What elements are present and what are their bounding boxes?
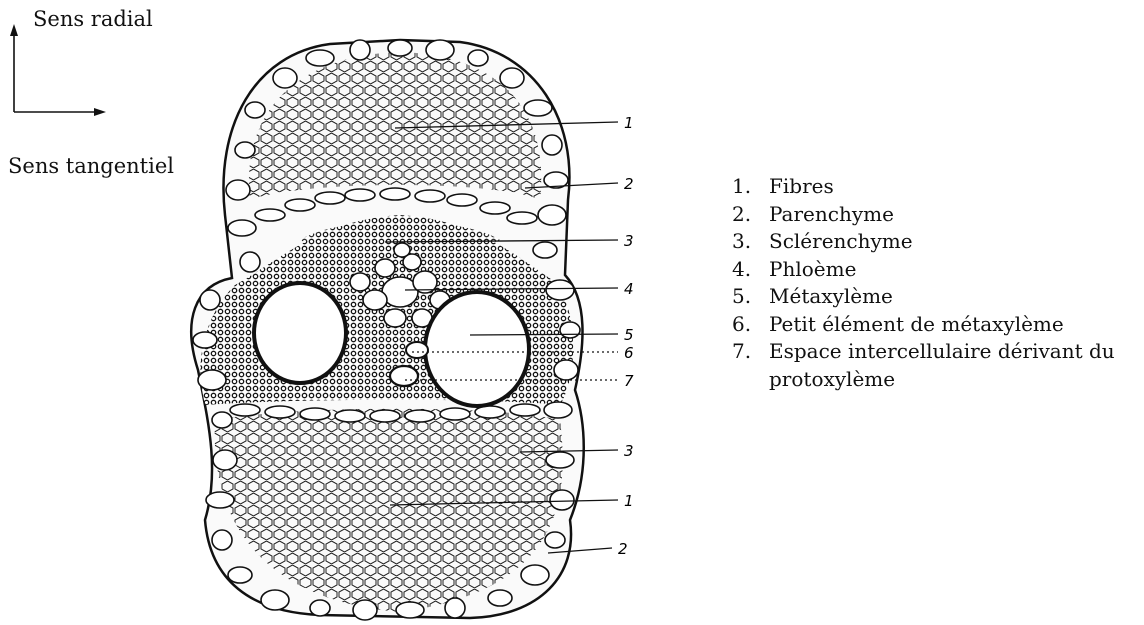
sheath-cell <box>300 408 330 420</box>
parenchyma-cell <box>560 322 580 338</box>
parenchyma-cell <box>350 40 370 60</box>
legend-item-number: 3. <box>732 228 769 256</box>
parenchyma-cell <box>261 590 289 610</box>
callout-number: 3 <box>624 442 634 460</box>
parenchyma-cell <box>235 142 255 158</box>
callout-number: 7 <box>624 372 634 390</box>
legend-item-label: Fibres <box>769 173 834 201</box>
orientation-arrows <box>10 24 106 116</box>
parenchyma-cell <box>245 102 265 118</box>
legend-item: 1.Fibres <box>732 173 1144 201</box>
callout-number: 4 <box>624 280 634 298</box>
parenchyma-cell <box>226 180 250 200</box>
parenchyma-cell <box>396 602 424 618</box>
parenchyma-cell <box>193 332 217 348</box>
sheath-cell <box>440 408 470 420</box>
parenchyma-cell <box>546 452 574 468</box>
parenchyma-cell <box>388 40 412 56</box>
legend-item: 5.Métaxylème <box>732 283 1144 311</box>
callout-number: 1 <box>624 114 634 132</box>
callout-numbers: 1 2 3 4 56 7 3 1 2 <box>618 114 634 558</box>
parenchyma-cell <box>228 220 256 236</box>
legend-item: 4.Phloème <box>732 256 1144 284</box>
parenchyma-cell <box>228 567 252 583</box>
legend-item-number: 6. <box>732 311 769 339</box>
legend-item-label: Sclérenchyme <box>769 228 913 256</box>
legend-item-number: 5. <box>732 283 769 311</box>
legend-item-label: Parenchyme <box>769 201 894 229</box>
parenchyma-cell <box>212 530 232 550</box>
parenchyma-cell <box>445 598 465 618</box>
phloem-cell <box>394 243 410 257</box>
sheath-cell <box>370 410 400 422</box>
callout-number: 2 <box>618 540 628 558</box>
parenchyma-cell <box>200 290 220 310</box>
legend-item-number: 7. <box>732 338 769 366</box>
legend-item-number: 2. <box>732 201 769 229</box>
parenchyma-cell <box>426 40 454 60</box>
sheath-cell <box>405 410 435 422</box>
sheath-cell <box>255 209 285 221</box>
parenchyma-cell <box>306 50 334 66</box>
phloem-cell <box>350 273 370 291</box>
tangential-direction-label: Sens tangentiel <box>8 156 174 177</box>
parenchyma-cell <box>550 490 574 510</box>
sheath-cell <box>285 199 315 211</box>
phloem-cell <box>375 259 395 277</box>
callout-number: 2 <box>624 175 634 193</box>
parenchyma-cell <box>533 242 557 258</box>
parenchyma-cell <box>542 135 562 155</box>
phloem-cell <box>363 290 387 310</box>
radial-direction-label: Sens radial <box>33 9 153 30</box>
sheath-cell <box>447 194 477 206</box>
legend-item-label: Phloème <box>769 256 856 284</box>
legend-item-number: 4. <box>732 256 769 284</box>
parenchyma-cell <box>198 370 226 390</box>
sheath-cell <box>480 202 510 214</box>
parenchyma-cell <box>488 590 512 606</box>
sheath-cell <box>415 190 445 202</box>
parenchyma-cell <box>500 68 524 88</box>
sheath-cell <box>335 410 365 422</box>
legend-item-number: 1. <box>732 173 769 201</box>
parenchyma-cell <box>212 412 232 428</box>
parenchyma-cell <box>353 600 377 620</box>
sheath-cell <box>507 212 537 224</box>
parenchyma-cell <box>310 600 330 616</box>
legend-item: 2.Parenchyme <box>732 201 1144 229</box>
legend-item-label: Petit élément de métaxylème <box>769 311 1064 339</box>
legend-item-label: Métaxylème <box>769 283 893 311</box>
parenchyma-cell <box>546 280 574 300</box>
parenchyma-cell <box>240 252 260 272</box>
legend-item-label: Espace intercellulaire dérivant du proto… <box>769 338 1144 393</box>
parenchyma-cell <box>206 492 234 508</box>
phloem-cell <box>384 309 406 327</box>
parenchyma-cell <box>545 532 565 548</box>
sheath-cell <box>315 192 345 204</box>
callout-number: 6 <box>624 344 634 362</box>
callout-number: 5 <box>624 326 634 344</box>
sheath-cell <box>265 406 295 418</box>
sheath-cell <box>510 404 540 416</box>
legend-item: 7.Espace intercellulaire dérivant du pro… <box>732 338 1144 393</box>
sheath-cell <box>230 404 260 416</box>
parenchyma-cell <box>544 402 572 418</box>
parenchyma-cell <box>213 450 237 470</box>
parenchyma-cell <box>273 68 297 88</box>
sheath-cell <box>380 188 410 200</box>
legend-item: 3.Sclérenchyme <box>732 228 1144 256</box>
callout-number: 1 <box>624 492 634 510</box>
parenchyma-cell <box>521 565 549 585</box>
parenchyma-cell <box>524 100 552 116</box>
legend-item: 6.Petit élément de métaxylème <box>732 311 1144 339</box>
parenchyma-cell <box>538 205 566 225</box>
parenchyma-cell <box>468 50 488 66</box>
parenchyma-cell <box>554 360 578 380</box>
sheath-cell <box>345 189 375 201</box>
callout-number: 3 <box>624 232 634 250</box>
